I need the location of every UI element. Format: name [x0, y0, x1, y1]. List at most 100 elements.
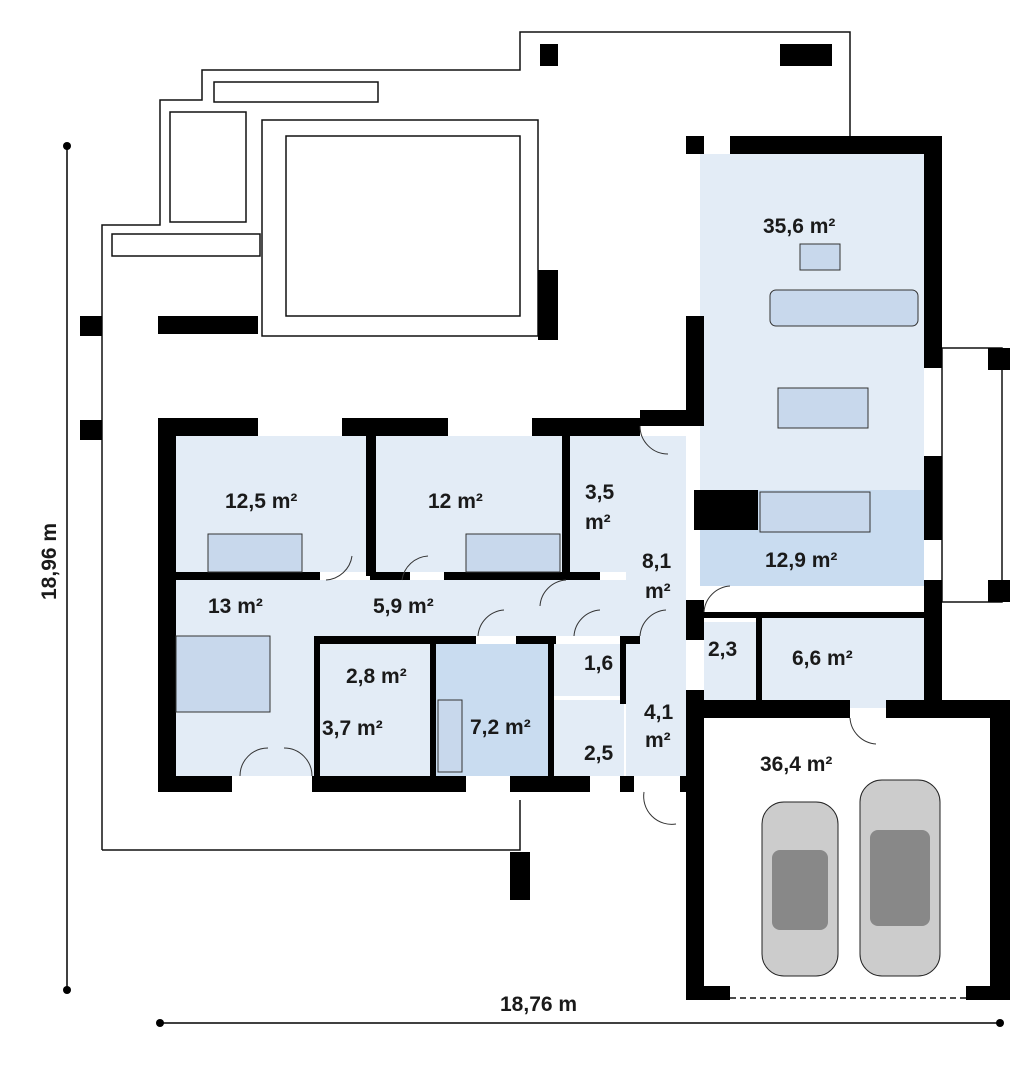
- door-swing-icon: [849, 717, 877, 745]
- room-area-pantry: 2,3: [708, 638, 737, 661]
- wall: [686, 316, 704, 420]
- wall: [620, 776, 634, 792]
- room-area-entry: 4,1: [644, 701, 674, 724]
- wall: [430, 644, 436, 776]
- wall: [158, 776, 232, 792]
- wall: [756, 612, 762, 708]
- room-fill: [570, 436, 626, 572]
- width-dimension-label: 18,76 m: [500, 993, 577, 1016]
- room-fill: [320, 644, 430, 704]
- room-area-wc: 1,6: [584, 652, 613, 675]
- car-icon: [859, 779, 941, 977]
- wall: [924, 456, 942, 540]
- wall: [444, 572, 600, 580]
- door-swing-icon: [639, 609, 667, 637]
- wall: [312, 776, 466, 792]
- bathtub-icon: [437, 699, 463, 773]
- room-fill: [554, 644, 624, 696]
- wall: [158, 418, 176, 792]
- wall: [988, 348, 1010, 370]
- room-area-entry-unit: m²: [645, 729, 671, 752]
- room-area-master: 13 m²: [208, 595, 263, 618]
- wall: [686, 986, 730, 1000]
- wall: [640, 410, 704, 426]
- door-swing-icon: [477, 609, 505, 637]
- dimension-height: 18,96 m: [38, 142, 71, 994]
- room-area-kitchen: 12,9 m²: [765, 549, 837, 572]
- wall: [532, 418, 640, 436]
- room-fill: [704, 622, 756, 708]
- door-swing-icon: [401, 555, 429, 581]
- room-area-bedroom1: 12,5 m²: [225, 490, 297, 513]
- wall: [620, 644, 626, 704]
- dimension-width: 18,76 m: [156, 993, 1004, 1027]
- wall: [686, 136, 704, 154]
- door-swing-icon: [325, 555, 353, 581]
- wall: [516, 636, 556, 644]
- wall: [158, 316, 258, 334]
- wall: [780, 44, 832, 66]
- doors: [239, 425, 877, 825]
- room-fill: [320, 704, 430, 776]
- wall: [510, 776, 590, 792]
- room-fill: [314, 580, 626, 636]
- door-swing-icon: [573, 609, 601, 637]
- wall: [370, 572, 410, 580]
- room-area-closet: 3,5: [585, 481, 615, 504]
- car-icon: [761, 801, 839, 977]
- room-area-living: 35,6 m²: [763, 215, 835, 238]
- wall: [548, 644, 554, 776]
- wall: [686, 700, 850, 718]
- door-swing-icon: [283, 747, 313, 777]
- wall: [924, 136, 942, 368]
- door-swing-icon: [239, 747, 269, 777]
- room-fill: [626, 436, 686, 776]
- wall: [80, 420, 102, 440]
- room-fill: [762, 618, 924, 708]
- room-area-bathroom: 7,2 m²: [470, 716, 531, 739]
- wall: [620, 636, 640, 644]
- wall: [730, 136, 942, 154]
- door-swing-icon: [539, 579, 567, 607]
- height-dimension-label: 18,96 m: [38, 523, 61, 600]
- kitchen-counter-icon: [759, 491, 871, 533]
- wall: [924, 580, 942, 700]
- wall: [176, 572, 320, 580]
- wall: [314, 636, 320, 776]
- wall: [686, 700, 704, 1000]
- room-area-storage: 2,5: [584, 742, 614, 765]
- door-swing-icon: [639, 425, 669, 455]
- wall: [966, 986, 1010, 1000]
- wall: [510, 852, 530, 900]
- bed-icon: [207, 533, 303, 573]
- room-area-bedroom2: 12 m²: [428, 490, 483, 513]
- room-area-corridor: 5,9 m²: [373, 595, 434, 618]
- wall: [704, 612, 924, 618]
- wall: [342, 418, 448, 436]
- room-fill: [554, 700, 624, 776]
- door-swing-icon: [703, 585, 731, 613]
- wall: [540, 44, 558, 66]
- wall: [158, 418, 258, 436]
- coffee-table-icon: [799, 243, 841, 271]
- wall: [366, 436, 376, 576]
- wall: [686, 600, 704, 640]
- pool: [261, 119, 539, 337]
- door-swing-icon: [643, 791, 677, 825]
- room-area-hall: 8,1: [642, 550, 672, 573]
- bed-icon: [465, 533, 561, 573]
- walls: [80, 44, 1010, 1000]
- room-area-bath-small: 2,8 m²: [346, 665, 407, 688]
- wall: [988, 580, 1010, 602]
- furniture: [175, 243, 941, 977]
- room-labels: 35,6 m² 12,9 m² 12,5 m² 12 m² 3,5 m² 8,1…: [208, 215, 853, 776]
- room-area-garage: 36,4 m²: [760, 753, 832, 776]
- room-area-utility: 6,6 m²: [792, 647, 853, 670]
- sofa-icon: [769, 289, 919, 327]
- wall: [80, 316, 102, 336]
- wall: [538, 270, 558, 340]
- dining-table-icon: [777, 387, 869, 429]
- wall: [562, 436, 570, 576]
- wall: [990, 700, 1010, 1000]
